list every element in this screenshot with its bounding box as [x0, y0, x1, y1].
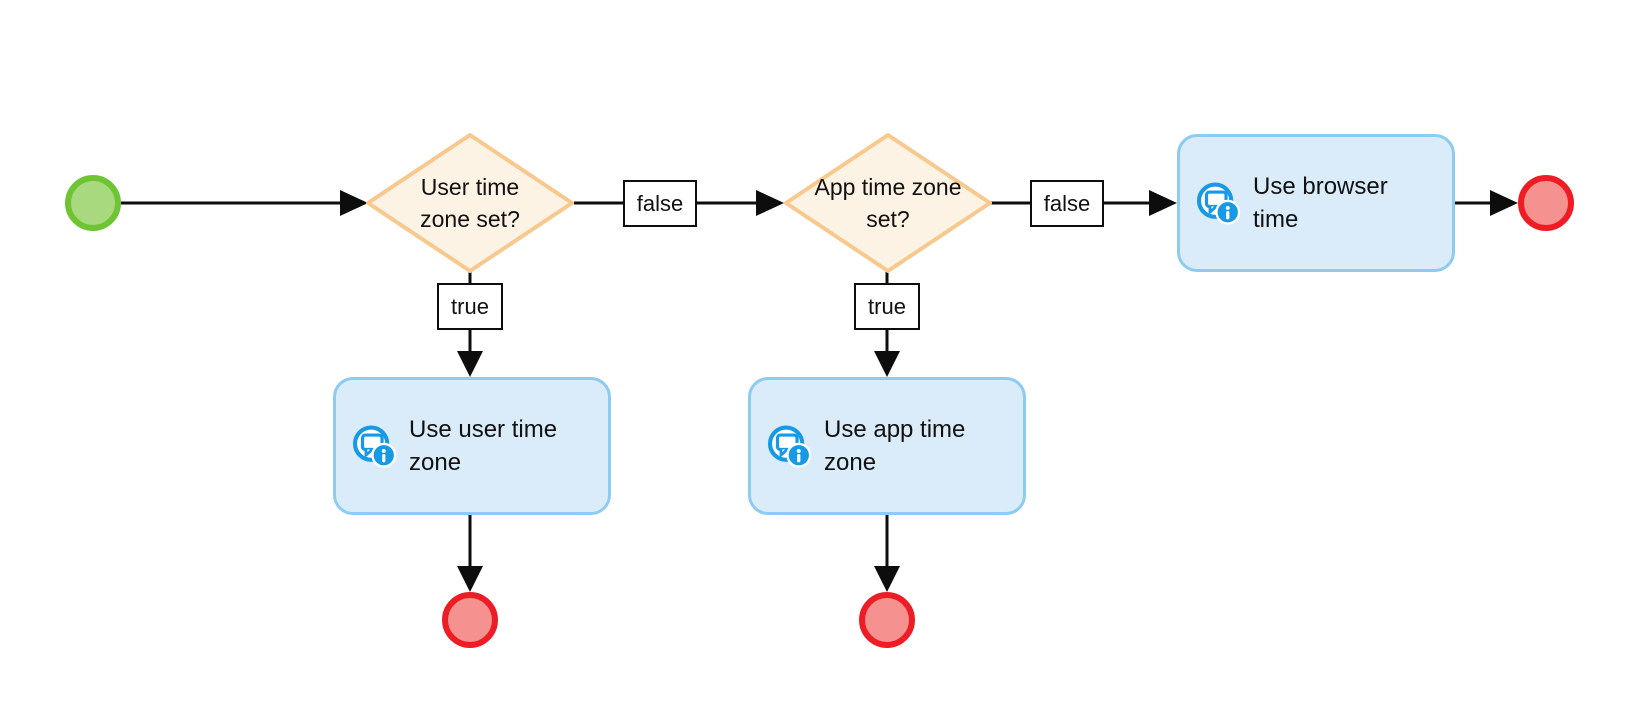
task-use-app-time-zone: Use app time zone [748, 377, 1026, 515]
decision-user-line1: User time [420, 174, 520, 200]
decision-user-time-zone: User time zone set? [366, 133, 574, 273]
task-browser-line1: Use browser [1253, 173, 1388, 200]
connector-true-label-to-task-user [457, 330, 483, 377]
decision-user-line2: zone set? [420, 206, 520, 232]
end-event-browser [1518, 175, 1574, 231]
message-info-icon [352, 425, 397, 468]
edge-label-true-app: true [854, 283, 920, 330]
task-use-user-time-zone: Use user time zone [333, 377, 611, 515]
connector-task-browser-to-end [1455, 190, 1518, 216]
connector-start-to-decision-user [121, 190, 368, 216]
task-user-line2: zone [409, 449, 462, 476]
task-app-line1: Use app time [824, 416, 966, 443]
task-use-user-time-zone-label: Use user time zone [409, 413, 557, 479]
decision-app-line1: App time zone [814, 174, 962, 200]
decision-user-time-zone-label: User time zone set? [366, 133, 574, 273]
connector-false-label-to-task-browser [1104, 190, 1177, 216]
decision-app-time-zone: App time zone set? [784, 133, 992, 273]
message-info-icon [1196, 182, 1241, 225]
connector-false-label-to-decision-app [697, 190, 784, 216]
task-app-line2: zone [824, 449, 877, 476]
task-browser-line2: time [1253, 206, 1299, 233]
diamond-shape [366, 133, 574, 273]
task-use-browser-time: Use browser time [1177, 134, 1455, 272]
end-event-app [859, 592, 915, 648]
start-event [65, 175, 121, 231]
diamond-shape [784, 133, 992, 273]
edge-label-false-user: false [623, 180, 697, 227]
task-user-line1: Use user time [409, 416, 558, 443]
message-info-icon [767, 425, 812, 468]
decision-app-line2: set? [866, 206, 910, 232]
connector-task-app-to-end [874, 515, 900, 592]
edge-label-true-user: true [437, 283, 503, 330]
end-event-user [442, 592, 498, 648]
decision-app-time-zone-label: App time zone set? [784, 133, 992, 273]
edge-label-false-app: false [1030, 180, 1104, 227]
connector-task-user-to-end [457, 515, 483, 592]
task-use-app-time-zone-label: Use app time zone [824, 413, 965, 479]
connector-true-label-to-task-app [874, 330, 900, 377]
task-use-browser-time-label: Use browser time [1253, 170, 1388, 236]
